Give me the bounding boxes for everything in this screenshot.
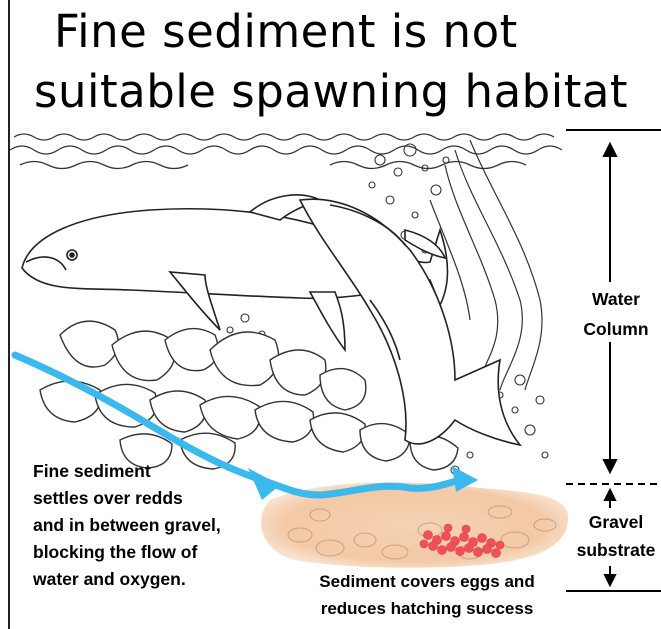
eggs-annotation: Sediment covers eggs and reduces hatchin… <box>277 568 577 622</box>
annotation-line: water and oxygen. <box>33 566 283 593</box>
slide-title: Fine sediment is not suitable spawning h… <box>18 2 658 122</box>
title-line-1: Fine sediment is not <box>18 2 658 62</box>
fine-sediment-annotation: Fine sediment settles over redds and in … <box>33 458 283 593</box>
water-surface-waves <box>10 134 562 169</box>
legend-line: substrate <box>572 536 660 564</box>
gravel-substrate-label: Gravel substrate <box>572 508 660 564</box>
annotation-line: and in between gravel, <box>33 512 283 539</box>
annotation-line: reduces hatching success <box>277 595 577 622</box>
water-column-label: Water Column <box>572 284 660 344</box>
legend-line: Gravel <box>572 508 660 536</box>
legend-line: Column <box>572 314 660 344</box>
annotation-line: Fine sediment <box>33 458 283 485</box>
title-line-2: suitable spawning habitat <box>18 62 658 122</box>
annotation-line: Sediment covers eggs and <box>277 568 577 595</box>
annotation-line: blocking the flow of <box>33 539 283 566</box>
annotation-line: settles over redds <box>33 485 283 512</box>
legend-line: Water <box>572 284 660 314</box>
